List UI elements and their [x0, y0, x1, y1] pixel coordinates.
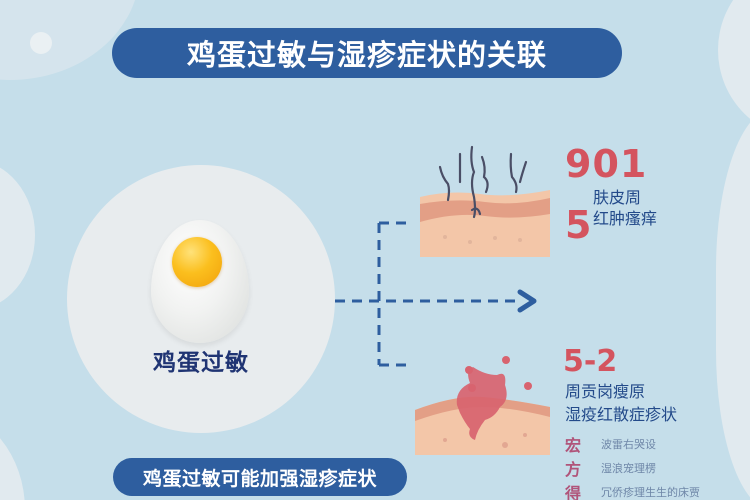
sub-item-text: 湿浪宠理楞 [601, 462, 656, 475]
bottom-banner: 鸡蛋过敏可能加强湿疹症状 [113, 458, 407, 496]
sub-item-glyph-icon: 得 [565, 484, 582, 500]
sub-item-text: 波雷右哭设 [601, 438, 656, 451]
bottom-branch-number: 5-2 [563, 344, 618, 379]
symptom-sub-item: 方 湿浪宠理楞 [565, 456, 656, 480]
bottom-branch-text-line: 湿疫红散症疹状 [565, 405, 678, 424]
page-title: 鸡蛋过敏与湿疹症状的关联 [112, 28, 622, 78]
top-branch-text-line: 红肿瘙痒 [593, 209, 658, 228]
symptom-sub-item: 得 冗侨疹理生生的床贾 [565, 480, 700, 500]
inflamed-skin-rash-icon [415, 356, 550, 455]
egg-yolk-icon [172, 237, 222, 287]
sub-item-glyph-icon: 方 [565, 460, 582, 479]
sub-item-glyph-icon: 宏 [565, 436, 582, 455]
arrow-head-icon [517, 289, 537, 313]
bottom-branch-text-line: 周贡岗瘦原 [565, 382, 646, 401]
skin-with-hair-icon [420, 145, 550, 257]
decorative-dot [30, 32, 52, 54]
symptom-sub-item: 宏 波雷右哭设 [565, 432, 656, 456]
egg-allergy-label: 鸡蛋过敏 [153, 350, 249, 376]
top-branch-number: 901 [565, 142, 648, 186]
top-branch-number-lower: 5 [565, 203, 592, 247]
top-branch-text-line: 肤皮周 [593, 188, 642, 207]
sub-item-text: 冗侨疹理生生的床贾 [601, 486, 700, 499]
